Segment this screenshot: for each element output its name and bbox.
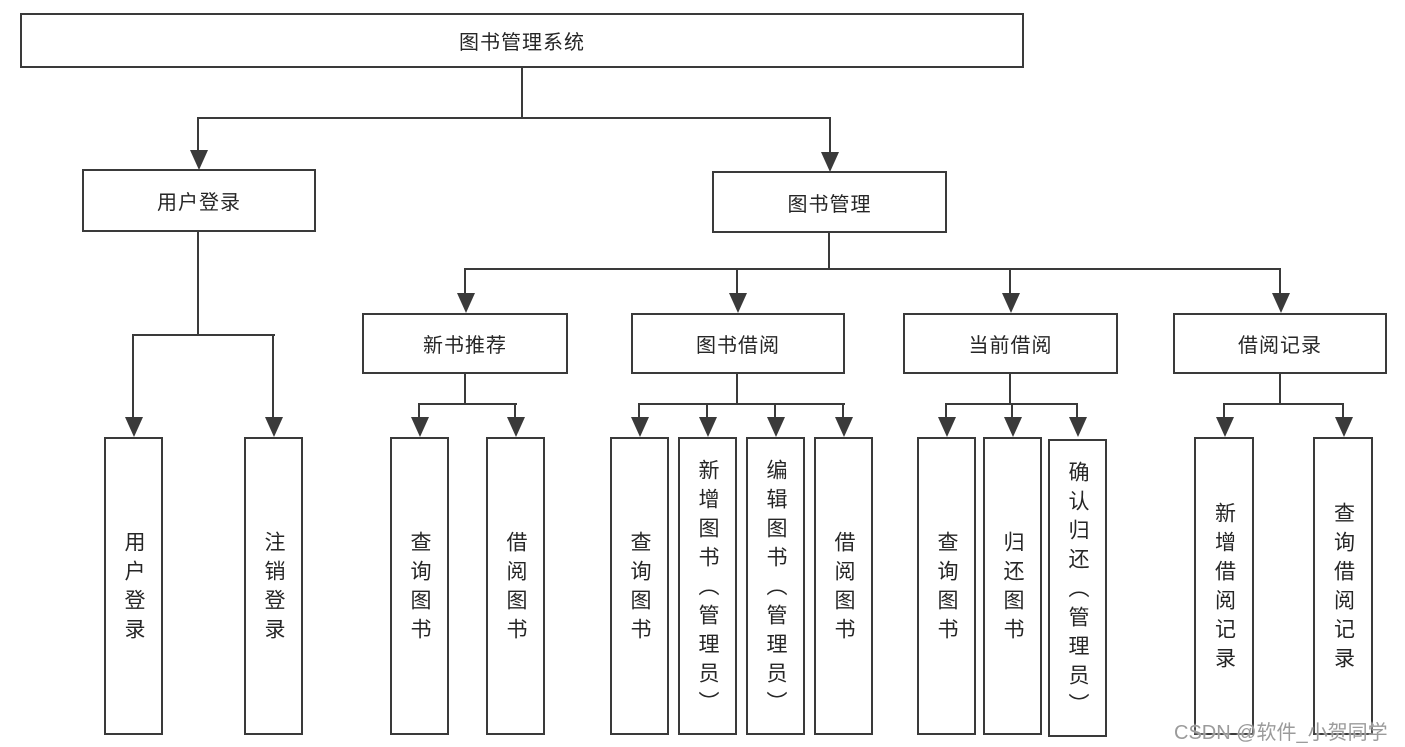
arrowhead-down-icon (821, 152, 839, 172)
arrowhead-down-icon (1069, 417, 1087, 437)
connector-line (1011, 403, 1013, 419)
node-label: 新增图书（管理员） (696, 458, 719, 720)
arrowhead-down-icon (729, 293, 747, 313)
node-label: 借阅图书 (832, 531, 855, 647)
node-book-borrowing: 图书借阅 (631, 313, 845, 374)
leaf-add-borrow-record: 新增借阅记录 (1194, 437, 1254, 735)
connector-line (638, 403, 640, 419)
arrowhead-down-icon (1335, 417, 1353, 437)
arrowhead-down-icon (1004, 417, 1022, 437)
connector-line (774, 403, 776, 419)
node-borrowing-records: 借阅记录 (1173, 313, 1387, 374)
connector-rail (1223, 403, 1344, 405)
arrowhead-down-icon (190, 150, 208, 170)
node-label: 用户登录 (157, 192, 241, 214)
connector-rail (464, 268, 1281, 270)
node-label: 当前借阅 (968, 335, 1053, 357)
leaf-borrow-books-recommend: 借阅图书 (486, 437, 545, 735)
connector-line (1009, 374, 1011, 405)
arrowhead-down-icon (1272, 293, 1290, 313)
leaf-query-books-current: 查询图书 (917, 437, 976, 735)
arrowhead-down-icon (631, 417, 649, 437)
connector-line (514, 403, 516, 419)
arrowhead-down-icon (125, 417, 143, 437)
connector-line (1279, 268, 1281, 295)
leaf-logout: 注销登录 (244, 437, 303, 735)
leaf-borrow-books: 借阅图书 (814, 437, 873, 735)
connector-line (736, 374, 738, 405)
connector-line (521, 68, 523, 118)
node-library-system: 图书管理系统 (20, 13, 1024, 68)
node-label: 编辑图书（管理员） (764, 458, 787, 720)
arrowhead-down-icon (835, 417, 853, 437)
leaf-query-books-recommend: 查询图书 (390, 437, 449, 735)
node-label: 借阅图书 (504, 531, 527, 647)
node-label: 图书管理系统 (459, 32, 585, 54)
connector-line (828, 232, 830, 270)
connector-rail (132, 334, 275, 336)
arrowhead-down-icon (767, 417, 785, 437)
node-book-management: 图书管理 (712, 171, 947, 233)
node-label: 图书管理 (787, 193, 872, 216)
leaf-add-books-admin: 新增图书（管理员） (678, 437, 737, 735)
node-label: 查询借阅记录 (1331, 502, 1355, 676)
connector-line (272, 334, 274, 421)
node-label: 新书推荐 (423, 335, 507, 357)
leaf-user-login: 用户登录 (104, 437, 163, 735)
node-label: 用户登录 (122, 531, 145, 647)
node-label: 查询图书 (628, 531, 651, 647)
connector-line (706, 403, 708, 419)
connector-line (464, 268, 466, 295)
connector-line (132, 334, 134, 421)
node-label: 查询图书 (935, 531, 958, 647)
node-label: 归还图书 (1001, 531, 1024, 647)
connector-line (1223, 403, 1225, 419)
leaf-edit-books-admin: 编辑图书（管理员） (746, 437, 805, 735)
node-label: 图书借阅 (696, 335, 780, 357)
connector-line (197, 117, 199, 153)
arrowhead-down-icon (411, 417, 429, 437)
node-new-book-recommend: 新书推荐 (362, 313, 568, 374)
connector-rail (197, 117, 831, 119)
leaf-return-books: 归还图书 (983, 437, 1042, 735)
arrowhead-down-icon (265, 417, 283, 437)
connector-line (842, 403, 844, 419)
node-label: 查询图书 (408, 531, 431, 647)
connector-line (418, 403, 420, 419)
connector-line (829, 117, 831, 153)
csdn-watermark: CSDN @软件_小贺同学 (1174, 722, 1388, 744)
connector-line (1009, 268, 1011, 295)
connector-line (736, 268, 738, 295)
node-label: 确认归还（管理员） (1066, 460, 1089, 722)
node-current-borrowing: 当前借阅 (903, 313, 1118, 374)
connector-line (1076, 403, 1078, 419)
connector-line (464, 374, 466, 405)
connector-rail (418, 403, 517, 405)
connector-line (1342, 403, 1344, 419)
connector-rail (638, 403, 845, 405)
leaf-query-borrow-record: 查询借阅记录 (1313, 437, 1373, 735)
leaf-query-books-borrowing: 查询图书 (610, 437, 669, 735)
node-user-login: 用户登录 (82, 169, 316, 232)
leaf-confirm-return-admin: 确认归还（管理员） (1048, 439, 1107, 737)
arrowhead-down-icon (699, 417, 717, 437)
arrowhead-down-icon (938, 417, 956, 437)
arrowhead-down-icon (457, 293, 475, 313)
connector-line (1279, 374, 1281, 405)
arrowhead-down-icon (1002, 293, 1020, 313)
node-label: 新增借阅记录 (1212, 502, 1236, 676)
arrowhead-down-icon (1216, 417, 1234, 437)
node-label: 借阅记录 (1238, 335, 1322, 357)
connector-line (945, 403, 947, 419)
connector-line (197, 231, 199, 335)
arrowhead-down-icon (507, 417, 525, 437)
node-label: 注销登录 (262, 531, 285, 647)
